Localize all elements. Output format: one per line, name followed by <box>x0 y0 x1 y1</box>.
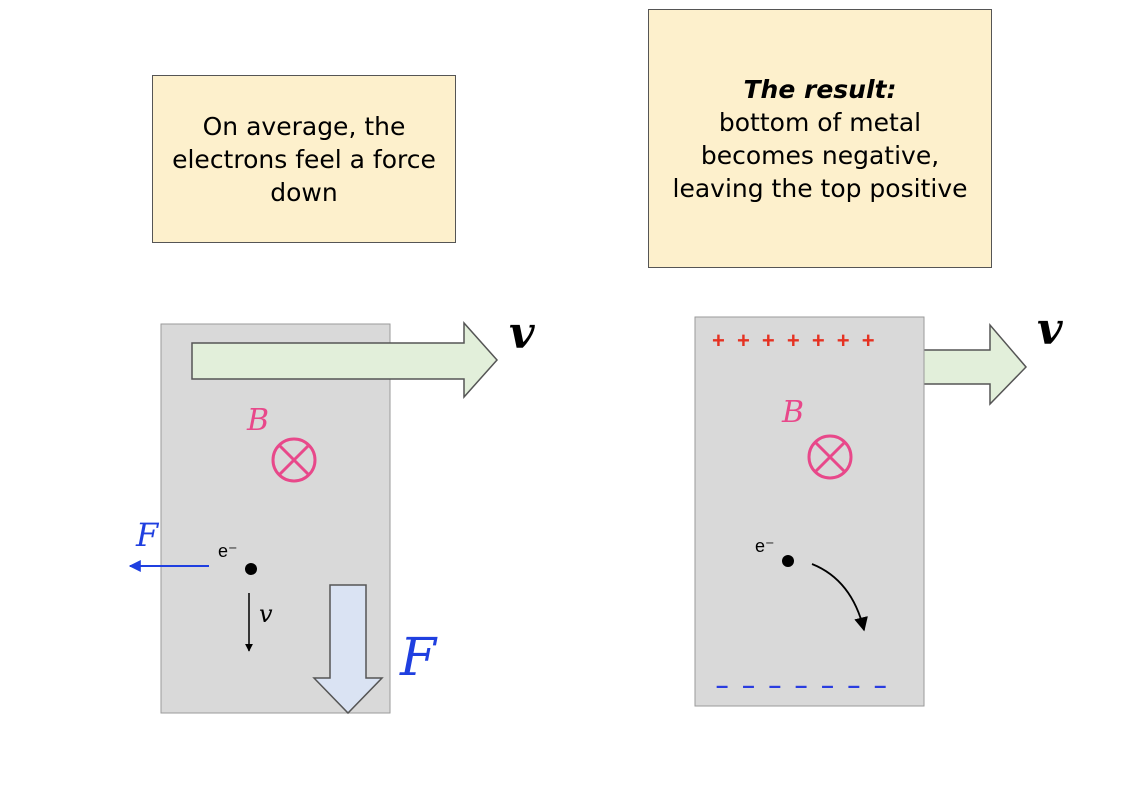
right-electron-path-arrow <box>811 563 868 632</box>
left-panel: v B e⁻ F v F <box>128 308 535 715</box>
right-field-label: B <box>781 395 804 430</box>
right-top-charges: + + + + + + + <box>712 328 878 353</box>
right-note-title: The result: <box>743 74 897 104</box>
left-electron-velocity-label: v <box>259 600 273 628</box>
left-electron-force-label: F <box>135 516 160 554</box>
left-into-page-icon <box>271 437 317 483</box>
right-panel: v + + + + + + + B e⁻ – – – – – – – <box>694 304 1063 707</box>
right-note: The result: bottom of metal becomes nega… <box>648 9 992 268</box>
right-velocity-label: v <box>1037 304 1063 355</box>
left-velocity-arrow <box>191 321 499 399</box>
left-note: On average, the electrons feel a force d… <box>152 75 456 243</box>
left-net-force-arrow <box>312 584 384 715</box>
right-note-text: bottom of metal becomes negative, leavin… <box>672 107 968 203</box>
right-electron-label: e⁻ <box>755 536 775 556</box>
left-velocity-label: v <box>509 308 535 359</box>
left-field-label: B <box>246 403 269 438</box>
left-electron-label: e⁻ <box>218 541 238 561</box>
left-net-force-label: F <box>399 628 438 688</box>
right-into-page-icon <box>807 434 853 480</box>
right-bottom-charges: – – – – – – – <box>716 673 890 698</box>
left-electron <box>245 563 257 575</box>
left-note-text: On average, the electrons feel a force d… <box>172 111 436 207</box>
right-metal-plate <box>694 316 925 707</box>
right-electron <box>782 555 794 567</box>
